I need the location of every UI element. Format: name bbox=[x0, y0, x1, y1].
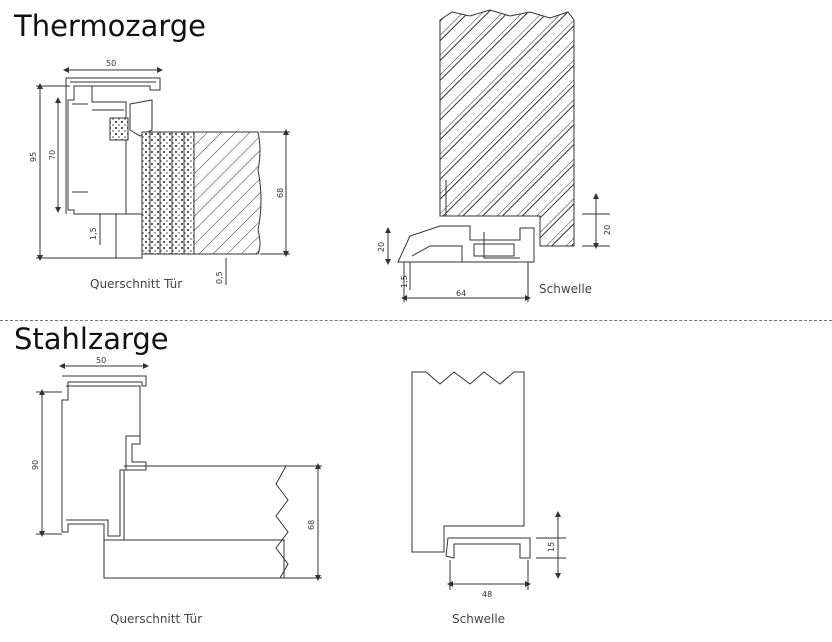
stahl-sill-section bbox=[411, 371, 566, 590]
thermo-dim-gap-bottom: 1,5 bbox=[89, 227, 98, 240]
thermo-dim-inner-height: 70 bbox=[48, 150, 57, 160]
thermo-sill-dim-width: 64 bbox=[456, 289, 466, 298]
section-divider bbox=[0, 320, 832, 321]
thermo-dim-gap-side: 0,5 bbox=[215, 271, 224, 284]
stahl-door-section bbox=[36, 363, 322, 581]
stahl-dim-frame-width: 50 bbox=[96, 356, 106, 365]
thermo-door-caption: Querschnitt Tür bbox=[90, 277, 183, 291]
stahl-sill-dim-height: 15 bbox=[547, 542, 556, 552]
thermo-dim-frame-height: 95 bbox=[29, 152, 38, 162]
stahl-sill-caption: Schwelle bbox=[452, 612, 506, 626]
stahl-door-caption: Querschnitt Tür bbox=[110, 612, 203, 626]
thermo-sill-section bbox=[385, 9, 610, 302]
stahl-sill-dim-width: 48 bbox=[482, 590, 492, 599]
stahl-dim-door-thickness: 68 bbox=[307, 520, 316, 530]
thermo-door-section bbox=[36, 67, 290, 285]
thermo-dim-door-thickness: 68 bbox=[276, 188, 285, 198]
stahlzarge-title: Stahlzarge bbox=[14, 322, 169, 356]
stahl-dim-frame-height: 90 bbox=[31, 460, 40, 470]
thermo-sill-dim-height-left: 20 bbox=[377, 242, 386, 252]
thermo-sill-dim-height-right: 20 bbox=[603, 225, 612, 235]
thermozarge-title: Thermozarge bbox=[14, 9, 206, 43]
thermo-sill-dim-gap: 1,5 bbox=[400, 275, 409, 288]
thermo-dim-frame-width: 50 bbox=[106, 59, 116, 68]
thermo-sill-caption: Schwelle bbox=[539, 282, 593, 296]
